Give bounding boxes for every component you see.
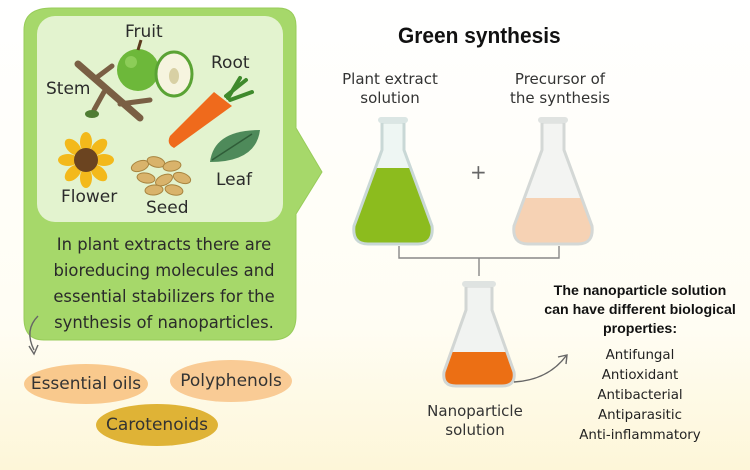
property-item: Antifungal	[605, 348, 675, 363]
bubble-description: In plant extracts there are bioreducing …	[53, 235, 275, 332]
diagram-title: Green synthesis	[398, 23, 561, 48]
plant-extract-label-line1: Plant extract	[342, 70, 438, 88]
flower-label: Flower	[61, 187, 118, 207]
sunflower-icon	[58, 132, 114, 188]
plant-extract-label-line2: solution	[360, 89, 420, 107]
precursor-label-line2: the synthesis	[510, 89, 610, 107]
plant-illustrations	[58, 39, 260, 196]
property-item: Antioxidant	[601, 368, 679, 383]
compound-polyphenols: Polyphenols	[170, 360, 292, 402]
compound-carotenoids-label: Carotenoids	[106, 415, 208, 435]
properties-heading-line2: can have different biological	[544, 302, 736, 318]
root-label: Root	[211, 53, 250, 73]
property-item: Antiparasitic	[597, 408, 683, 423]
fruit-label: Fruit	[125, 22, 163, 42]
carrot-icon	[168, 76, 254, 148]
bubble-to-compounds-arrow	[29, 315, 39, 351]
seed-label: Seed	[146, 198, 189, 218]
compound-carotenoids: Carotenoids	[96, 404, 218, 446]
nanoparticle-label-line1: Nanoparticle	[427, 402, 523, 420]
nanoparticle-label-line2: solution	[445, 421, 505, 439]
property-list: Antifungal Antioxidant Antibacterial Ant…	[560, 346, 720, 446]
compound-polyphenols-label: Polyphenols	[180, 371, 282, 391]
seeds-icon	[130, 156, 192, 196]
properties-heading-line3: properties:	[602, 321, 678, 337]
stem-label: Stem	[46, 79, 91, 99]
apple-icon	[117, 39, 194, 98]
compound-essential-oils: Essential oils	[24, 364, 148, 404]
properties-heading: The nanoparticle solution can have diffe…	[535, 282, 745, 339]
precursor-label: Precursor of the synthesis	[500, 70, 620, 108]
property-item: Antibacterial	[597, 388, 683, 403]
property-item: Anti-inflammatory	[579, 428, 701, 443]
precursor-label-line1: Precursor of	[514, 70, 606, 88]
stem-icon	[74, 60, 153, 122]
leaf-label: Leaf	[216, 170, 253, 190]
plus-sign: +	[470, 160, 487, 184]
plant-extract-label: Plant extract solution	[335, 70, 445, 108]
nanoparticle-label: Nanoparticle solution	[420, 402, 530, 440]
compound-essential-oils-label: Essential oils	[30, 374, 142, 394]
leaf-icon	[210, 130, 260, 162]
properties-heading-line1: The nanoparticle solution	[553, 283, 727, 299]
